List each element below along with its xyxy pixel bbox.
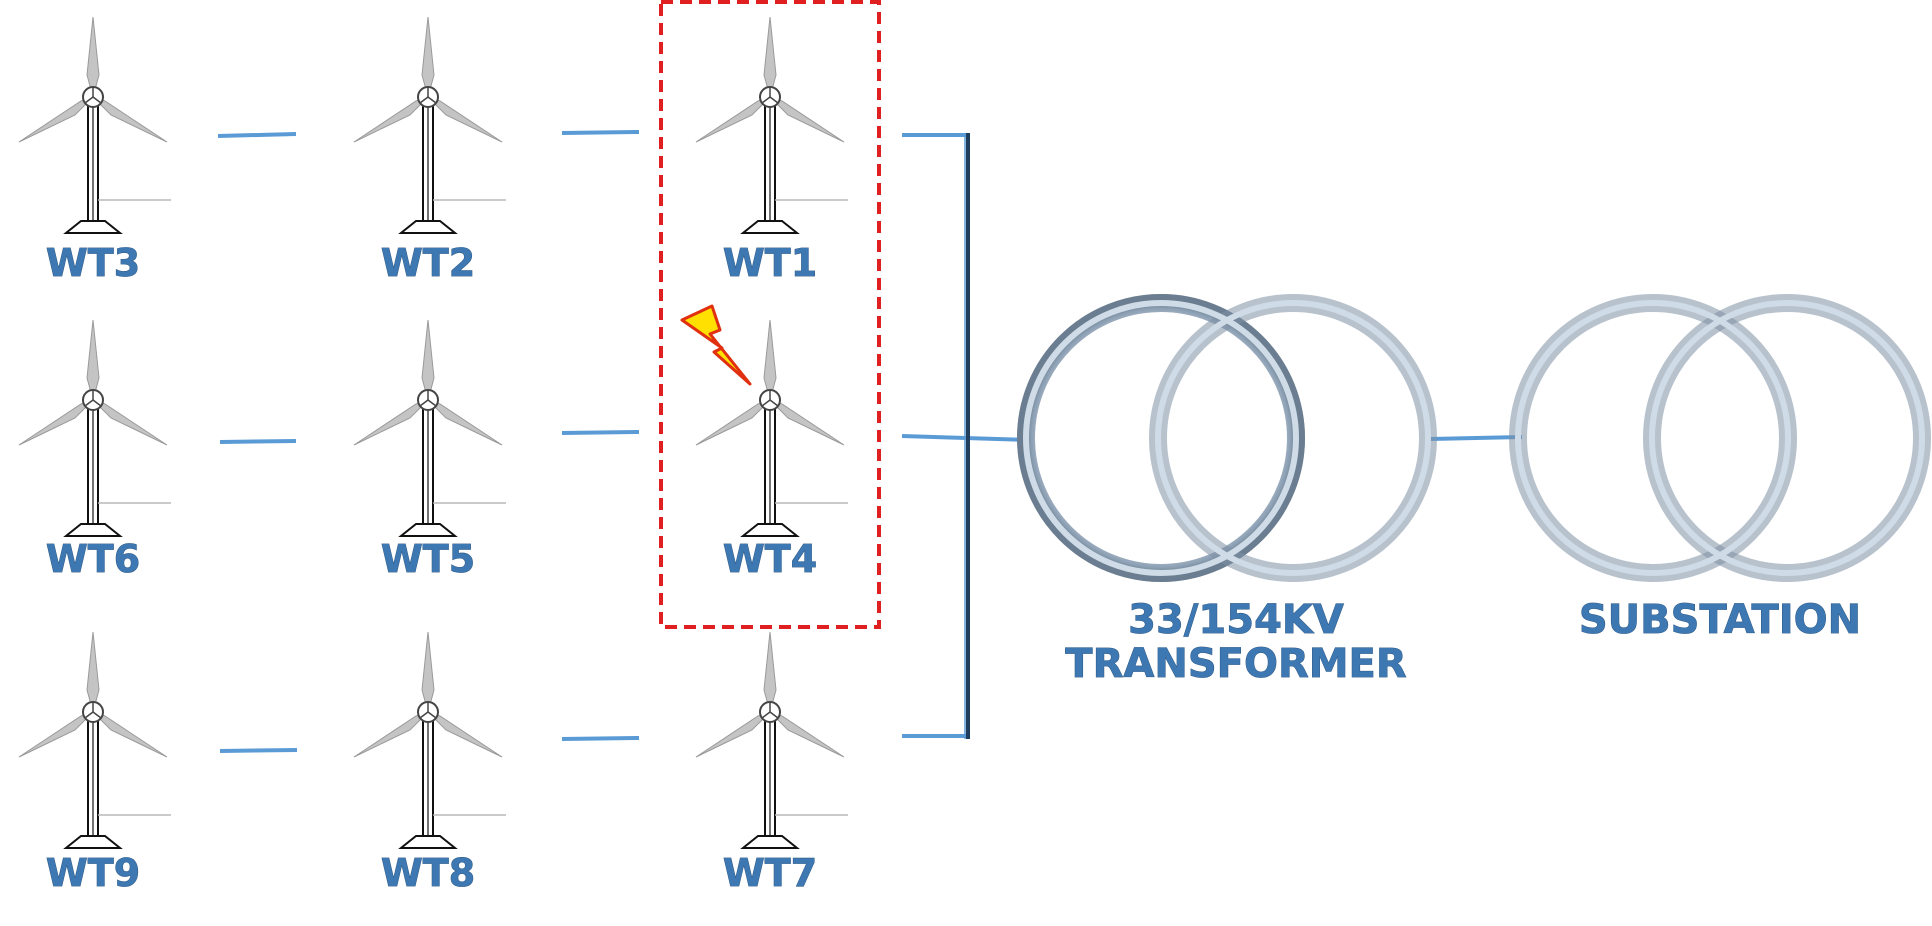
substation-label: SUBSTATION (1579, 597, 1861, 643)
transformer-icon (1017, 294, 1437, 582)
cable-transformer-substation (1429, 435, 1523, 441)
cable-wt6-wt5 (219, 439, 297, 444)
collector-bus (964, 133, 970, 739)
wind-turbine-icon (353, 319, 507, 537)
turbine-label: WT6 (46, 537, 140, 581)
turbine-label: WT3 (46, 241, 140, 285)
wind-turbine-icon (18, 631, 172, 849)
cable-wt9-wt8 (219, 748, 298, 753)
turbine-label: WT8 (381, 851, 475, 895)
wind-turbine-icon (18, 16, 172, 234)
turbine-label: WT5 (381, 537, 475, 581)
turbine-label: WT1 (723, 241, 817, 285)
cable-wt8-wt7 (561, 736, 640, 741)
turbine-label: WT9 (46, 851, 140, 895)
turbine-label: WT2 (381, 241, 475, 285)
fault-zone-box (659, 0, 881, 629)
wind-turbine-icon (695, 16, 849, 234)
wind-turbine-icon (353, 631, 507, 849)
wind-turbine-icon (18, 319, 172, 537)
cable-wt2-wt1 (561, 130, 640, 135)
wind-turbine-icon (353, 16, 507, 234)
turbine-label: WT4 (723, 537, 817, 581)
turbine-label: WT7 (723, 851, 817, 895)
cable-wt5-wt4 (561, 430, 640, 435)
transformer-label-line1: 33/154KV (1128, 597, 1344, 643)
substation-icon (1509, 294, 1931, 582)
cable-wt3-wt2 (217, 132, 297, 138)
wind-turbine-icon (695, 631, 849, 849)
transformer-label-line2: TRANSFORMER (1065, 641, 1406, 687)
lightning-bolt-icon (680, 304, 752, 386)
